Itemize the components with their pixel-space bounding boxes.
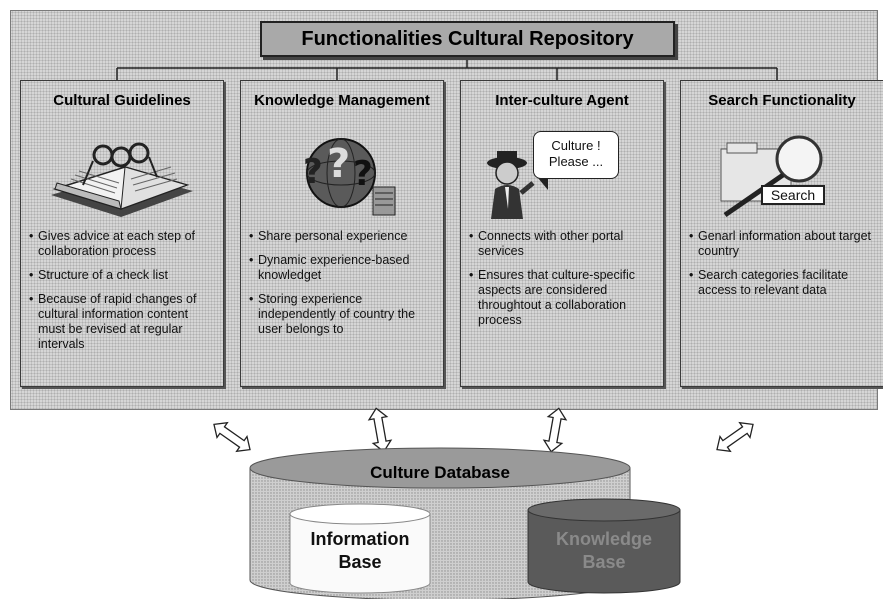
agent-figure-icon — [461, 133, 663, 223]
svg-text:?: ? — [327, 141, 350, 187]
bullet-item: Genarl information about target country — [689, 229, 877, 259]
bullet-item: Structure of a check list — [29, 268, 217, 283]
bullet-item: Ensures that culture-specific aspects ar… — [469, 268, 657, 328]
open-book-icon — [21, 133, 223, 223]
speech-bubble: Culture ! Please ... — [533, 131, 619, 190]
knowledge-base-label: Knowledge Base — [555, 529, 652, 572]
panel-title: Knowledge Management — [254, 92, 430, 109]
question-marks-globe-icon: ? ? ? — [241, 133, 443, 223]
double-arrow-icon — [711, 416, 759, 458]
svg-text:?: ? — [303, 152, 323, 192]
panel-search-functionality: Search Functionality Search Genarl infor… — [680, 80, 883, 387]
bullet-list: Genarl information about target country … — [689, 229, 877, 307]
search-button-graphic: Search — [761, 185, 825, 205]
bullet-list: Share personal experience Dynamic experi… — [249, 229, 437, 346]
panel-title: Cultural Guidelines — [53, 92, 191, 109]
double-arrow-icon — [541, 406, 569, 454]
panel-title: Inter-culture Agent — [495, 92, 629, 109]
bullet-item: Dynamic experience-based knowledget — [249, 253, 437, 283]
bullet-item: Storing experience independently of coun… — [249, 292, 437, 337]
bullet-item: Search categories facilitate access to r… — [689, 268, 877, 298]
double-arrow-icon — [366, 406, 394, 454]
bullet-item: Share personal experience — [249, 229, 437, 244]
bullet-item: Connects with other portal services — [469, 229, 657, 259]
bullet-list: Connects with other portal services Ensu… — [469, 229, 657, 337]
bullet-item: Gives advice at each step of collaborati… — [29, 229, 217, 259]
magnifier-icon — [681, 133, 883, 223]
double-arrow-icon — [208, 416, 256, 458]
bullet-item: Because of rapid changes of cultural inf… — [29, 292, 217, 352]
diagram-title: Functionalities Cultural Repository — [260, 21, 675, 57]
information-base-label: Information Base — [310, 529, 410, 572]
panel-cultural-guidelines: Cultural Guidelines Gives advice at each… — [20, 80, 224, 387]
bullet-list: Gives advice at each step of collaborati… — [29, 229, 217, 361]
svg-text:?: ? — [353, 154, 373, 194]
panel-inter-culture-agent: Inter-culture Agent Culture ! Please ...… — [460, 80, 664, 387]
database-title: Culture Database — [370, 463, 510, 482]
panel-title: Search Functionality — [708, 92, 856, 109]
panel-knowledge-management: Knowledge Management ? ? ? Share persona… — [240, 80, 444, 387]
